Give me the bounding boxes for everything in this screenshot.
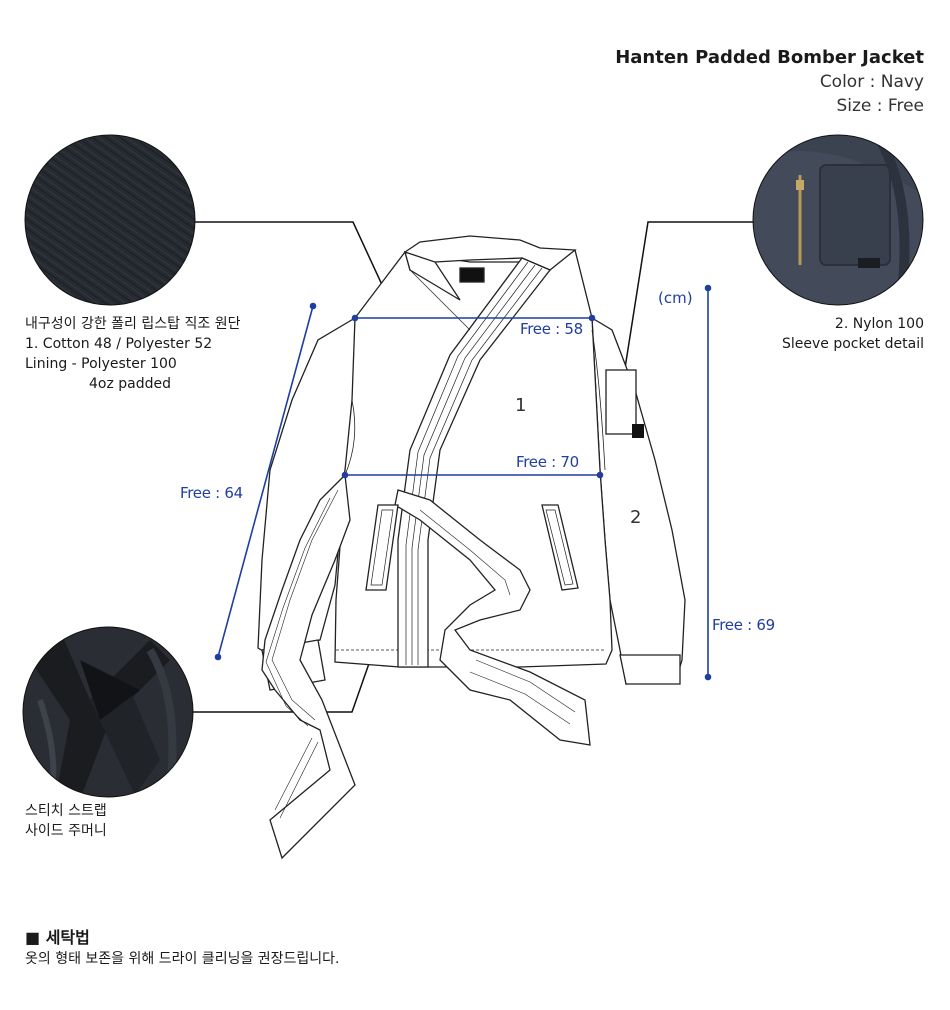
unit-label: (cm) xyxy=(658,289,693,307)
fabric-line-3: Lining - Polyester 100 xyxy=(25,356,177,372)
sleeve-line-2: Sleeve pocket detail xyxy=(781,336,924,352)
product-size: Size : Free xyxy=(836,96,924,116)
length-measure-line xyxy=(217,305,314,658)
fabric-swatch-image xyxy=(24,134,196,306)
strap-detail-image xyxy=(23,627,193,797)
sleeve-part-number: 2 xyxy=(630,507,642,528)
sleeve-measure-label: Free : 69 xyxy=(712,616,775,634)
care-title: ■ 세탁법 xyxy=(25,928,90,947)
chest-measure-label: Free : 70 xyxy=(516,453,579,471)
fabric-description: 내구성이 강한 폴리 립스탑 직조 원단 1. Cotton 48 / Poly… xyxy=(25,314,240,394)
sleeve-line-1: 2. Nylon 100 xyxy=(834,316,924,332)
product-name: Hanten Padded Bomber Jacket xyxy=(615,47,924,68)
fabric-leader-line xyxy=(195,221,390,301)
fabric-line-1: 내구성이 강한 폴리 립스탑 직조 원단 xyxy=(25,316,241,332)
strap-description: 스티치 스트랩 사이드 주머니 xyxy=(25,801,107,841)
sleeve-description: 2. Nylon 100 Sleeve pocket detail xyxy=(782,314,924,354)
product-color: Color : Navy xyxy=(819,72,924,92)
strap-line-1: 스티치 스트랩 xyxy=(25,803,107,819)
strap-line-2: 사이드 주머니 xyxy=(25,823,107,839)
shoulder-measure-label: Free : 58 xyxy=(520,320,583,338)
body-part-number: 1 xyxy=(515,395,527,416)
fabric-line-4: 4oz padded xyxy=(89,376,172,392)
length-measure-label: Free : 64 xyxy=(180,484,243,502)
measurement-lines xyxy=(214,284,712,681)
fabric-line-2: 1. Cotton 48 / Polyester 52 xyxy=(25,336,213,352)
sleeve-leader-line xyxy=(619,221,753,401)
care-text: 옷의 형태 보존을 위해 드라이 클리닝을 권장드립니다. xyxy=(25,951,340,967)
product-info: Hanten Padded Bomber Jacket Color : Navy… xyxy=(615,46,924,118)
sleeve-pocket-detail-image xyxy=(753,135,923,305)
jacket-flat-sketch xyxy=(257,235,686,860)
